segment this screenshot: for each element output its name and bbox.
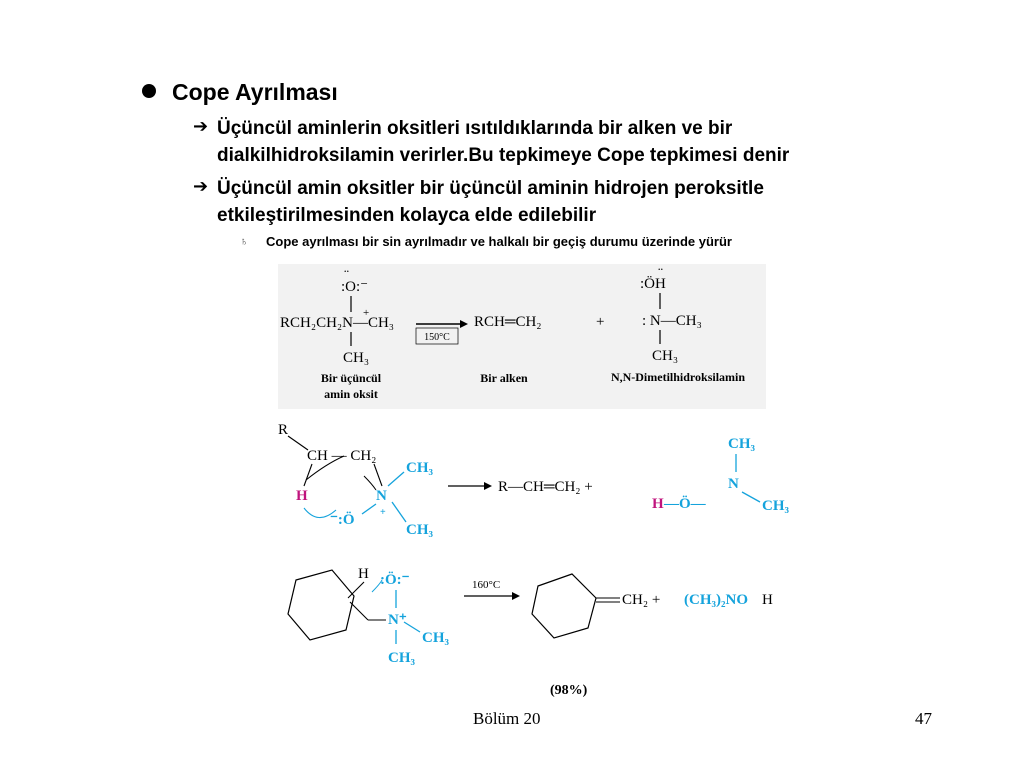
slide-heading: Cope Ayrılması — [172, 79, 338, 105]
methyl-group: CH₃ — [406, 522, 434, 538]
point-1: Üçüncül aminlerin oksitleri ısıtıldıklar… — [217, 115, 937, 169]
condition-box — [415, 327, 459, 345]
oxygen-atom: —Ö— — [663, 495, 707, 512]
arrowhead — [484, 482, 492, 490]
bond — [391, 501, 407, 523]
arrowhead — [512, 592, 520, 600]
hydrogen-atom: H — [358, 566, 369, 582]
arrowhead — [460, 320, 468, 328]
cyclohexane-ring — [287, 569, 355, 641]
nitrogen-atom: N — [728, 476, 739, 492]
condition-temp: 160°C — [472, 579, 500, 591]
r-group: R — [278, 422, 288, 438]
bond — [349, 601, 369, 621]
reaction-mechanism: R CH — CH₂ H N + CH₃ CH₃ ⁻:Ö R—CH═CH₂ + … — [278, 422, 790, 538]
ch-group: CH — CH₂ — [307, 448, 376, 464]
hydroxyl-hydrogen: H — [762, 592, 773, 608]
oxide-oxygen: :O:⁻ — [341, 279, 368, 295]
alkene-formula: R—CH═CH₂ + — [498, 479, 593, 495]
nitrogen-atom: N⁺ — [388, 612, 407, 628]
lone-pair-dots: ¨ — [344, 268, 349, 284]
point-2-line-2: etkileştirilmesinden kolayca elde edileb… — [217, 205, 597, 226]
electron-arrow — [363, 475, 377, 491]
oxide-oxygen: ⁻:Ö — [330, 511, 355, 528]
point-2-line-1: Üçüncül amin oksitler bir üçüncül aminin… — [217, 178, 764, 199]
bond — [373, 463, 383, 487]
bond — [287, 435, 309, 451]
hydrogen-atom: H — [652, 496, 664, 512]
plus-charge: + — [363, 307, 369, 319]
point-1-line-2: dialkilhidroksilamin verirler.Bu tepkime… — [217, 145, 790, 166]
plus-sign: + — [596, 314, 604, 330]
methyl-group: CH₃ — [388, 650, 416, 666]
lone-pair-dots: ¨ — [658, 266, 663, 282]
reactant-label-2: amin oksit — [324, 387, 378, 401]
arrow-bullet-icon: ➔ — [193, 116, 209, 137]
electron-arrow — [305, 455, 345, 481]
plus-charge: + — [380, 507, 386, 518]
condition-temp: 150°C — [424, 332, 450, 343]
methyl-group: CH₃ — [728, 436, 756, 452]
reactant-formula: RCH₂CH₂N—CH₃ — [280, 315, 394, 331]
chapter-footer: Bölüm 20 — [473, 709, 541, 728]
bond — [403, 621, 421, 633]
bond — [303, 463, 313, 487]
methyl-group: CH₃ — [652, 348, 678, 364]
reaction-example: H :Ö:⁻ N⁺ CH₃ CH₃ 160°C CH₂ + (CH₃)₂NO H… — [287, 566, 773, 698]
methyl-group: CH₃ — [762, 498, 790, 514]
nitrogen-atom: N — [376, 488, 387, 504]
alkene-label: Bir alken — [480, 371, 528, 385]
cyclohexane-ring — [531, 573, 597, 639]
hydrogen-atom: H — [296, 488, 308, 504]
methyl-group: CH₃ — [406, 460, 434, 476]
electron-arrow — [371, 579, 383, 593]
bond — [361, 503, 377, 515]
point-1-line-1: Üçüncül aminlerin oksitleri ısıtıldıklar… — [217, 118, 733, 139]
hydroxylamine-formula: (CH₃)₂NO — [684, 592, 748, 608]
bond — [741, 491, 761, 503]
point-2: Üçüncül amin oksitler bir üçüncül aminin… — [217, 175, 937, 229]
methyl-group: CH₃ — [343, 350, 369, 366]
bullet-dot — [142, 84, 156, 98]
reaction-scheme-general: ¨ :O:⁻ RCH₂CH₂N—CH₃ + CH₃ Bir üçüncül am… — [278, 264, 766, 409]
subpoint-icon: ♄ — [240, 236, 249, 248]
amine-nitrogen: : N—CH₃ — [642, 313, 702, 329]
bond — [387, 471, 405, 487]
oxide-oxygen: :Ö:⁻ — [380, 571, 410, 588]
subpoint-text: Cope ayrılması bir sin ayrılmadır ve hal… — [266, 234, 732, 249]
alkene-formula: RCH═CH₂ — [474, 314, 542, 330]
hydroxyl-group: :ÖH — [640, 275, 666, 292]
page-number: 47 — [915, 709, 932, 728]
reactant-label-1: Bir üçüncül — [321, 371, 382, 385]
bond — [347, 581, 365, 599]
arrow-bullet-icon: ➔ — [193, 176, 209, 197]
hydroxylamine-label: N,N-Dimetilhidroksilamin — [611, 370, 745, 384]
yield-label: (98%) — [550, 683, 588, 698]
electron-arrow — [303, 507, 337, 519]
methylene-group: CH₂ + — [622, 592, 660, 608]
scheme-background — [278, 264, 766, 409]
methyl-group: CH₃ — [422, 630, 450, 646]
